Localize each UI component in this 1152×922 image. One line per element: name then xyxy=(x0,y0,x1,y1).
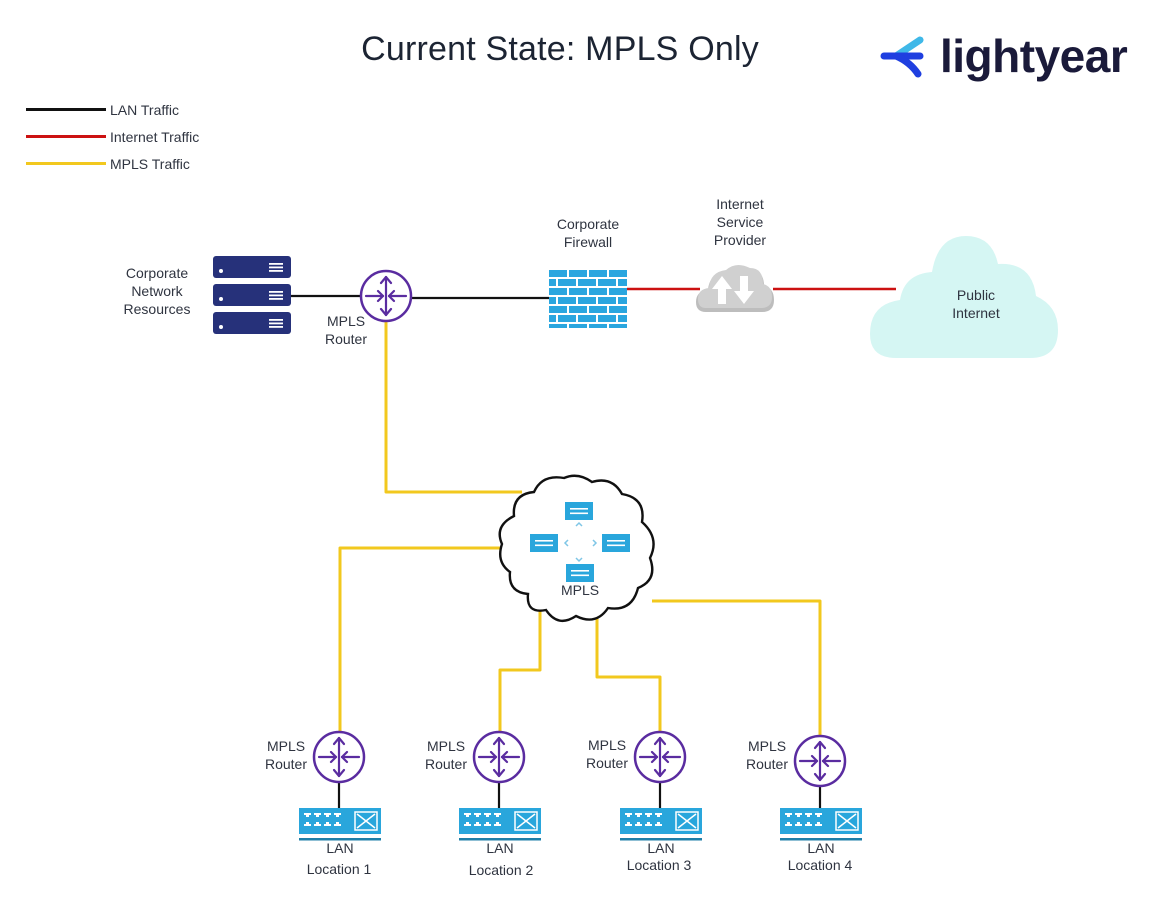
lightyear-logo-icon xyxy=(880,36,924,78)
mpls-link-hq xyxy=(384,322,522,494)
lan-label: LAN xyxy=(486,840,514,856)
router-icon[interactable] xyxy=(472,730,526,784)
mpls-cloud-label: MPLS xyxy=(560,582,600,598)
mpls-cloud-icon[interactable] xyxy=(498,474,655,622)
server-stack-icon[interactable] xyxy=(213,256,291,334)
location-router-label: MPLS Router xyxy=(585,737,629,771)
legend-swatch-lan xyxy=(26,108,106,111)
legend-label: MPLS Traffic xyxy=(110,155,190,172)
router-icon[interactable] xyxy=(793,734,847,788)
switch-icon[interactable] xyxy=(458,807,542,842)
public-internet-label: Public Internet xyxy=(952,287,1000,321)
firewall-icon[interactable] xyxy=(549,270,627,328)
hq-router-label: MPLS Router xyxy=(324,313,368,347)
cloud-icon[interactable] xyxy=(870,236,1058,358)
legend: LAN Traffic Internet Traffic MPLS Traffi… xyxy=(26,96,199,177)
mpls-link-location-4 xyxy=(652,599,822,736)
legend-item-lan: LAN Traffic xyxy=(26,96,199,123)
mpls-link-location-3 xyxy=(595,618,662,732)
lan-label: LAN xyxy=(326,840,354,856)
logo-text: lightyear xyxy=(940,30,1128,82)
legend-item-mpls: MPLS Traffic xyxy=(26,150,199,177)
location-label: Location 2 xyxy=(468,862,534,878)
location-label: Location 1 xyxy=(306,861,372,877)
switch-icon[interactable] xyxy=(298,807,382,842)
legend-label: Internet Traffic xyxy=(110,128,200,145)
location-router-label: MPLS Router xyxy=(745,738,789,772)
router-icon[interactable] xyxy=(633,730,687,784)
legend-swatch-internet xyxy=(26,135,106,138)
isp-label: Internet Service Provider xyxy=(713,196,767,248)
lightyear-logo[interactable]: lightyear xyxy=(880,28,1128,84)
diagram-title: Current State: MPLS Only xyxy=(361,30,759,68)
location-label: Location 3 xyxy=(626,857,692,873)
mpls-link-location-2 xyxy=(498,610,542,732)
lan-label: LAN xyxy=(807,840,835,856)
switch-icon[interactable] xyxy=(779,807,863,842)
legend-item-internet: Internet Traffic xyxy=(26,123,199,150)
switch-icon[interactable] xyxy=(619,807,703,842)
legend-label: LAN Traffic xyxy=(110,101,179,118)
location-router-label: MPLS Router xyxy=(264,738,308,772)
lan-label: LAN xyxy=(647,840,675,856)
router-icon[interactable] xyxy=(312,730,366,784)
mpls-link-location-1 xyxy=(338,546,502,732)
location-label: Location 4 xyxy=(787,857,853,873)
firewall-label: Corporate Firewall xyxy=(556,216,620,250)
cloud-upload-download-icon[interactable] xyxy=(696,264,774,312)
lan-links xyxy=(291,294,822,808)
mpls-links xyxy=(338,322,822,736)
location-router-label: MPLS Router xyxy=(424,738,468,772)
legend-swatch-mpls xyxy=(26,162,106,165)
corporate-resources-label: Corporate Network Resources xyxy=(123,265,191,317)
